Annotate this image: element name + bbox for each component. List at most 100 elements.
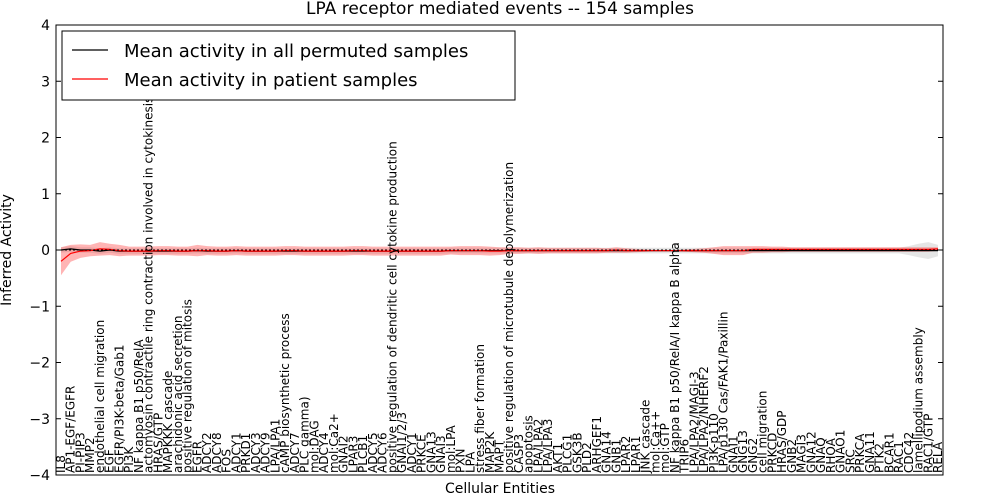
x-tick-label: PRKCE xyxy=(415,434,429,473)
x-tick-label: LPA/LPA1 xyxy=(268,419,282,473)
x-tick-label: FOS xyxy=(220,449,234,473)
confidence-bands xyxy=(61,242,938,276)
y-tick-label: 0 xyxy=(41,243,50,259)
x-tick-label: lamellipodium assembly xyxy=(912,327,926,473)
legend-label-patient: Mean activity in patient samples xyxy=(124,70,418,91)
x-tick-label: PI3K-p110 xyxy=(707,413,721,473)
x-tick-label: NF kappa B1 p50/RelA xyxy=(132,339,146,473)
x-tick-label: TRIP6 xyxy=(678,439,692,474)
x-tick-label: RELA xyxy=(931,441,945,473)
x-tick-label: MAPT xyxy=(493,439,507,473)
x-tick-label: arachidonic acid secretion xyxy=(171,316,185,473)
x-tick-label: GNAQ xyxy=(814,437,828,473)
x-tick-label: HRAS/GTP xyxy=(151,413,165,473)
x-tick-label: apoptosis xyxy=(522,415,536,473)
x-tick-label: LPA/LPA3 xyxy=(541,419,555,473)
legend-label-permuted: Mean activity in all permuted samples xyxy=(124,41,468,62)
x-tick-label: PXN xyxy=(454,449,468,473)
x-tick-label: ADCY6 xyxy=(376,432,390,473)
x-tick-label: GSK3B xyxy=(571,432,585,473)
x-tick-label: MMP2 xyxy=(83,437,97,473)
x-tick-label: GNA14 xyxy=(600,431,614,473)
x-tick-label: positive regulation of microtubule depol… xyxy=(502,162,516,473)
x-tick-label: LPA/LPA2/NHERF2 xyxy=(697,366,711,473)
x-tick-label: GNA13 xyxy=(424,431,438,473)
legend: Mean activity in all permuted samples Me… xyxy=(61,30,516,101)
y-tick-label: 1 xyxy=(41,187,50,203)
y-tick-label: −3 xyxy=(29,412,50,428)
x-tick-label: MAP2K xyxy=(483,431,497,473)
x-tick-label: HRAS/GDP xyxy=(775,410,789,473)
x-tick-label: MAPKKK cascade xyxy=(161,371,175,473)
x-tick-label: LPA/LPA2 xyxy=(532,419,546,473)
x-tick-label: cell migration xyxy=(756,391,770,473)
x-tick-label: ADCY7 xyxy=(288,432,302,473)
x-tick-label: PTK2 xyxy=(873,443,887,473)
x-tick-label: CDC42 xyxy=(902,432,916,473)
x-tick-label: PLD2 xyxy=(580,442,594,473)
x-tick-label: GNB1 xyxy=(609,439,623,473)
x-tick-label: RHOA xyxy=(824,437,838,473)
x-tick-label: ADCY1 xyxy=(229,432,243,473)
x-tick-label: PRKCD xyxy=(765,433,779,473)
x-tick-label: GNG13 xyxy=(736,430,750,473)
x-tick-label: positive regulation of dendritic cell cy… xyxy=(385,141,399,473)
x-tick-label: BCAR1 xyxy=(882,432,896,473)
x-tick-label: SRC xyxy=(843,449,857,473)
y-tick-label: −4 xyxy=(29,468,50,484)
x-tick-label: ADCY5 xyxy=(366,432,380,473)
x-tick-label: mol:Ca++ xyxy=(648,411,662,473)
y-tick-label: −1 xyxy=(29,299,50,315)
series-line-patient xyxy=(60,248,939,262)
x-tick-label: PRKCA xyxy=(853,433,867,473)
x-tick-label: ADCY2 xyxy=(200,432,214,473)
x-tick-label: EGFR xyxy=(190,441,204,473)
y-tick-label: −2 xyxy=(29,356,50,372)
y-tick-label: 2 xyxy=(41,131,50,147)
x-tick-label: cAMP biosynthetic process xyxy=(278,313,292,473)
x-tick-label: GNAI2 xyxy=(337,435,351,473)
legend-box xyxy=(61,30,516,101)
x-tick-label: mol:GTP xyxy=(658,423,672,473)
x-tick-label: RAC1 xyxy=(892,441,906,473)
x-tick-label: GNAI1/2/3 xyxy=(395,412,409,473)
x-tick-label: GNAO1 xyxy=(834,430,848,473)
x-tick-label: CASP3 xyxy=(512,434,526,473)
x-tick-label: PRKD1 xyxy=(239,433,253,473)
x-tick-label: ADCY4 xyxy=(317,432,331,473)
x-tick-label: GNAI3 xyxy=(434,435,448,473)
x-tick-label: GNA11 xyxy=(863,431,877,473)
x-tick-label: LPAR3 xyxy=(346,436,360,473)
x-tick-label: ADCY8 xyxy=(210,432,224,473)
x-tick-label: mol:Ca2+ xyxy=(327,413,341,473)
x-tick-label: mol:LPA xyxy=(444,424,458,473)
x-tick-label: PLC gamma) xyxy=(298,397,312,474)
x-tick-label: EGF xyxy=(103,449,117,473)
x-tick-label: positive regulation of mitosis xyxy=(181,299,195,473)
x-tick-label: AP1-EGF/EGFR xyxy=(64,386,78,473)
x-tick-label: LPA/LPA2/MAGI-3 xyxy=(687,371,701,473)
x-tick-label: GNB2 xyxy=(785,439,799,473)
x-tick-label: PLCG1 xyxy=(561,434,575,473)
x-tick-label: RAC1/GTP xyxy=(921,414,935,473)
chart-title: LPA receptor mediated events -- 154 samp… xyxy=(306,0,694,19)
x-tick-label: GNA12 xyxy=(804,431,818,473)
x-tick-label: ADCY9 xyxy=(259,432,273,473)
x-tick-label: GNG2 xyxy=(746,438,760,473)
x-tick-label: PLCB1 xyxy=(356,435,370,473)
x-tick-label: GNAI1 xyxy=(726,435,740,473)
y-axis-label: Inferred Activity xyxy=(0,194,15,306)
x-tick-label: EGFR/PI3K-beta/Gab1 xyxy=(113,344,127,473)
x-tick-label: mol:DAG xyxy=(307,420,321,473)
y-tick-label: 3 xyxy=(41,74,50,90)
x-tick-label: PI-PIP3 xyxy=(74,432,88,473)
x-tick-label: IL8 xyxy=(54,455,68,473)
x-tick-label: endothelial cell migration xyxy=(93,320,107,473)
x-tick-label: NF kappa B1 p50/RelA/I kappa B alpha xyxy=(668,242,682,473)
series-lines xyxy=(60,248,939,262)
x-tick-label: MAGI3 xyxy=(795,434,809,473)
x-tick-label: JNK cascade xyxy=(639,400,653,474)
x-tick-label: ARHGEF1 xyxy=(590,416,604,473)
